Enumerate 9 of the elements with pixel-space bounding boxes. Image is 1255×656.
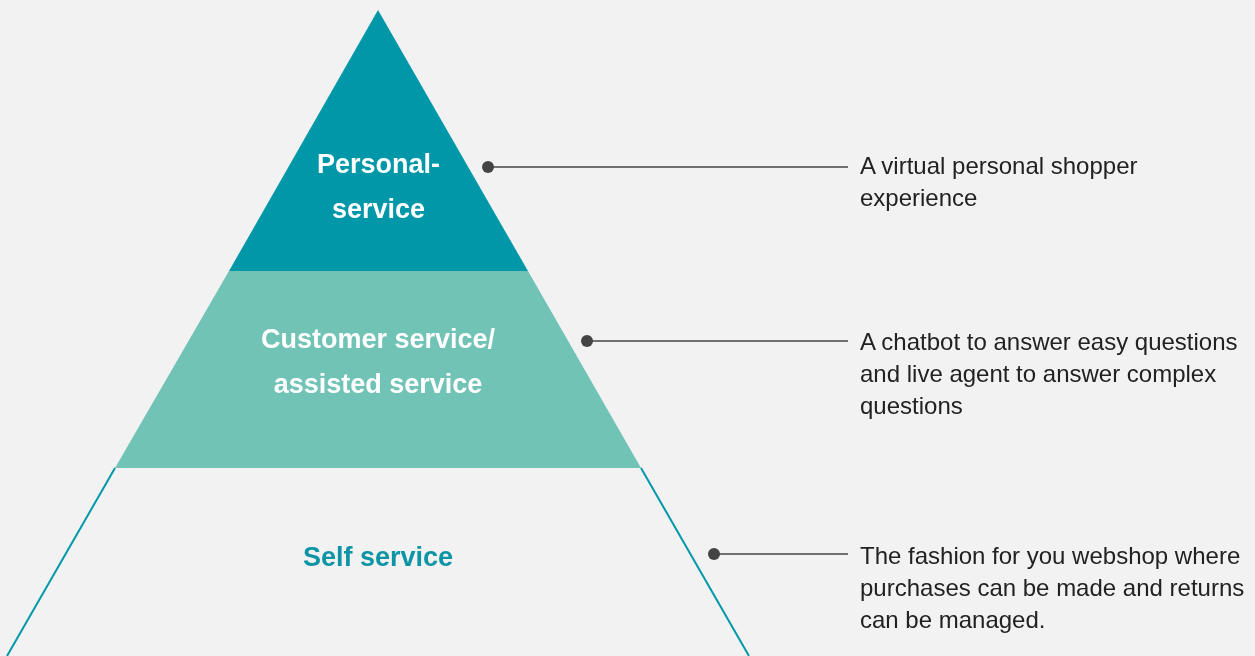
leader-line [581,335,849,347]
description-text: A chatbot to answer easy questions and live agent to answer complex questions [860,327,1239,421]
tier-label: Personal- service [315,148,441,226]
tier-label: Customer service/ assisted service [259,323,497,401]
description-text: The fashion for you webshop where purchases can be made and returns can be managed. [860,541,1246,635]
leader-line [482,161,849,173]
description-text: A virtual personal shopper experience [860,151,1139,213]
leader-line [708,548,849,560]
tier-label: Self service [302,541,454,574]
